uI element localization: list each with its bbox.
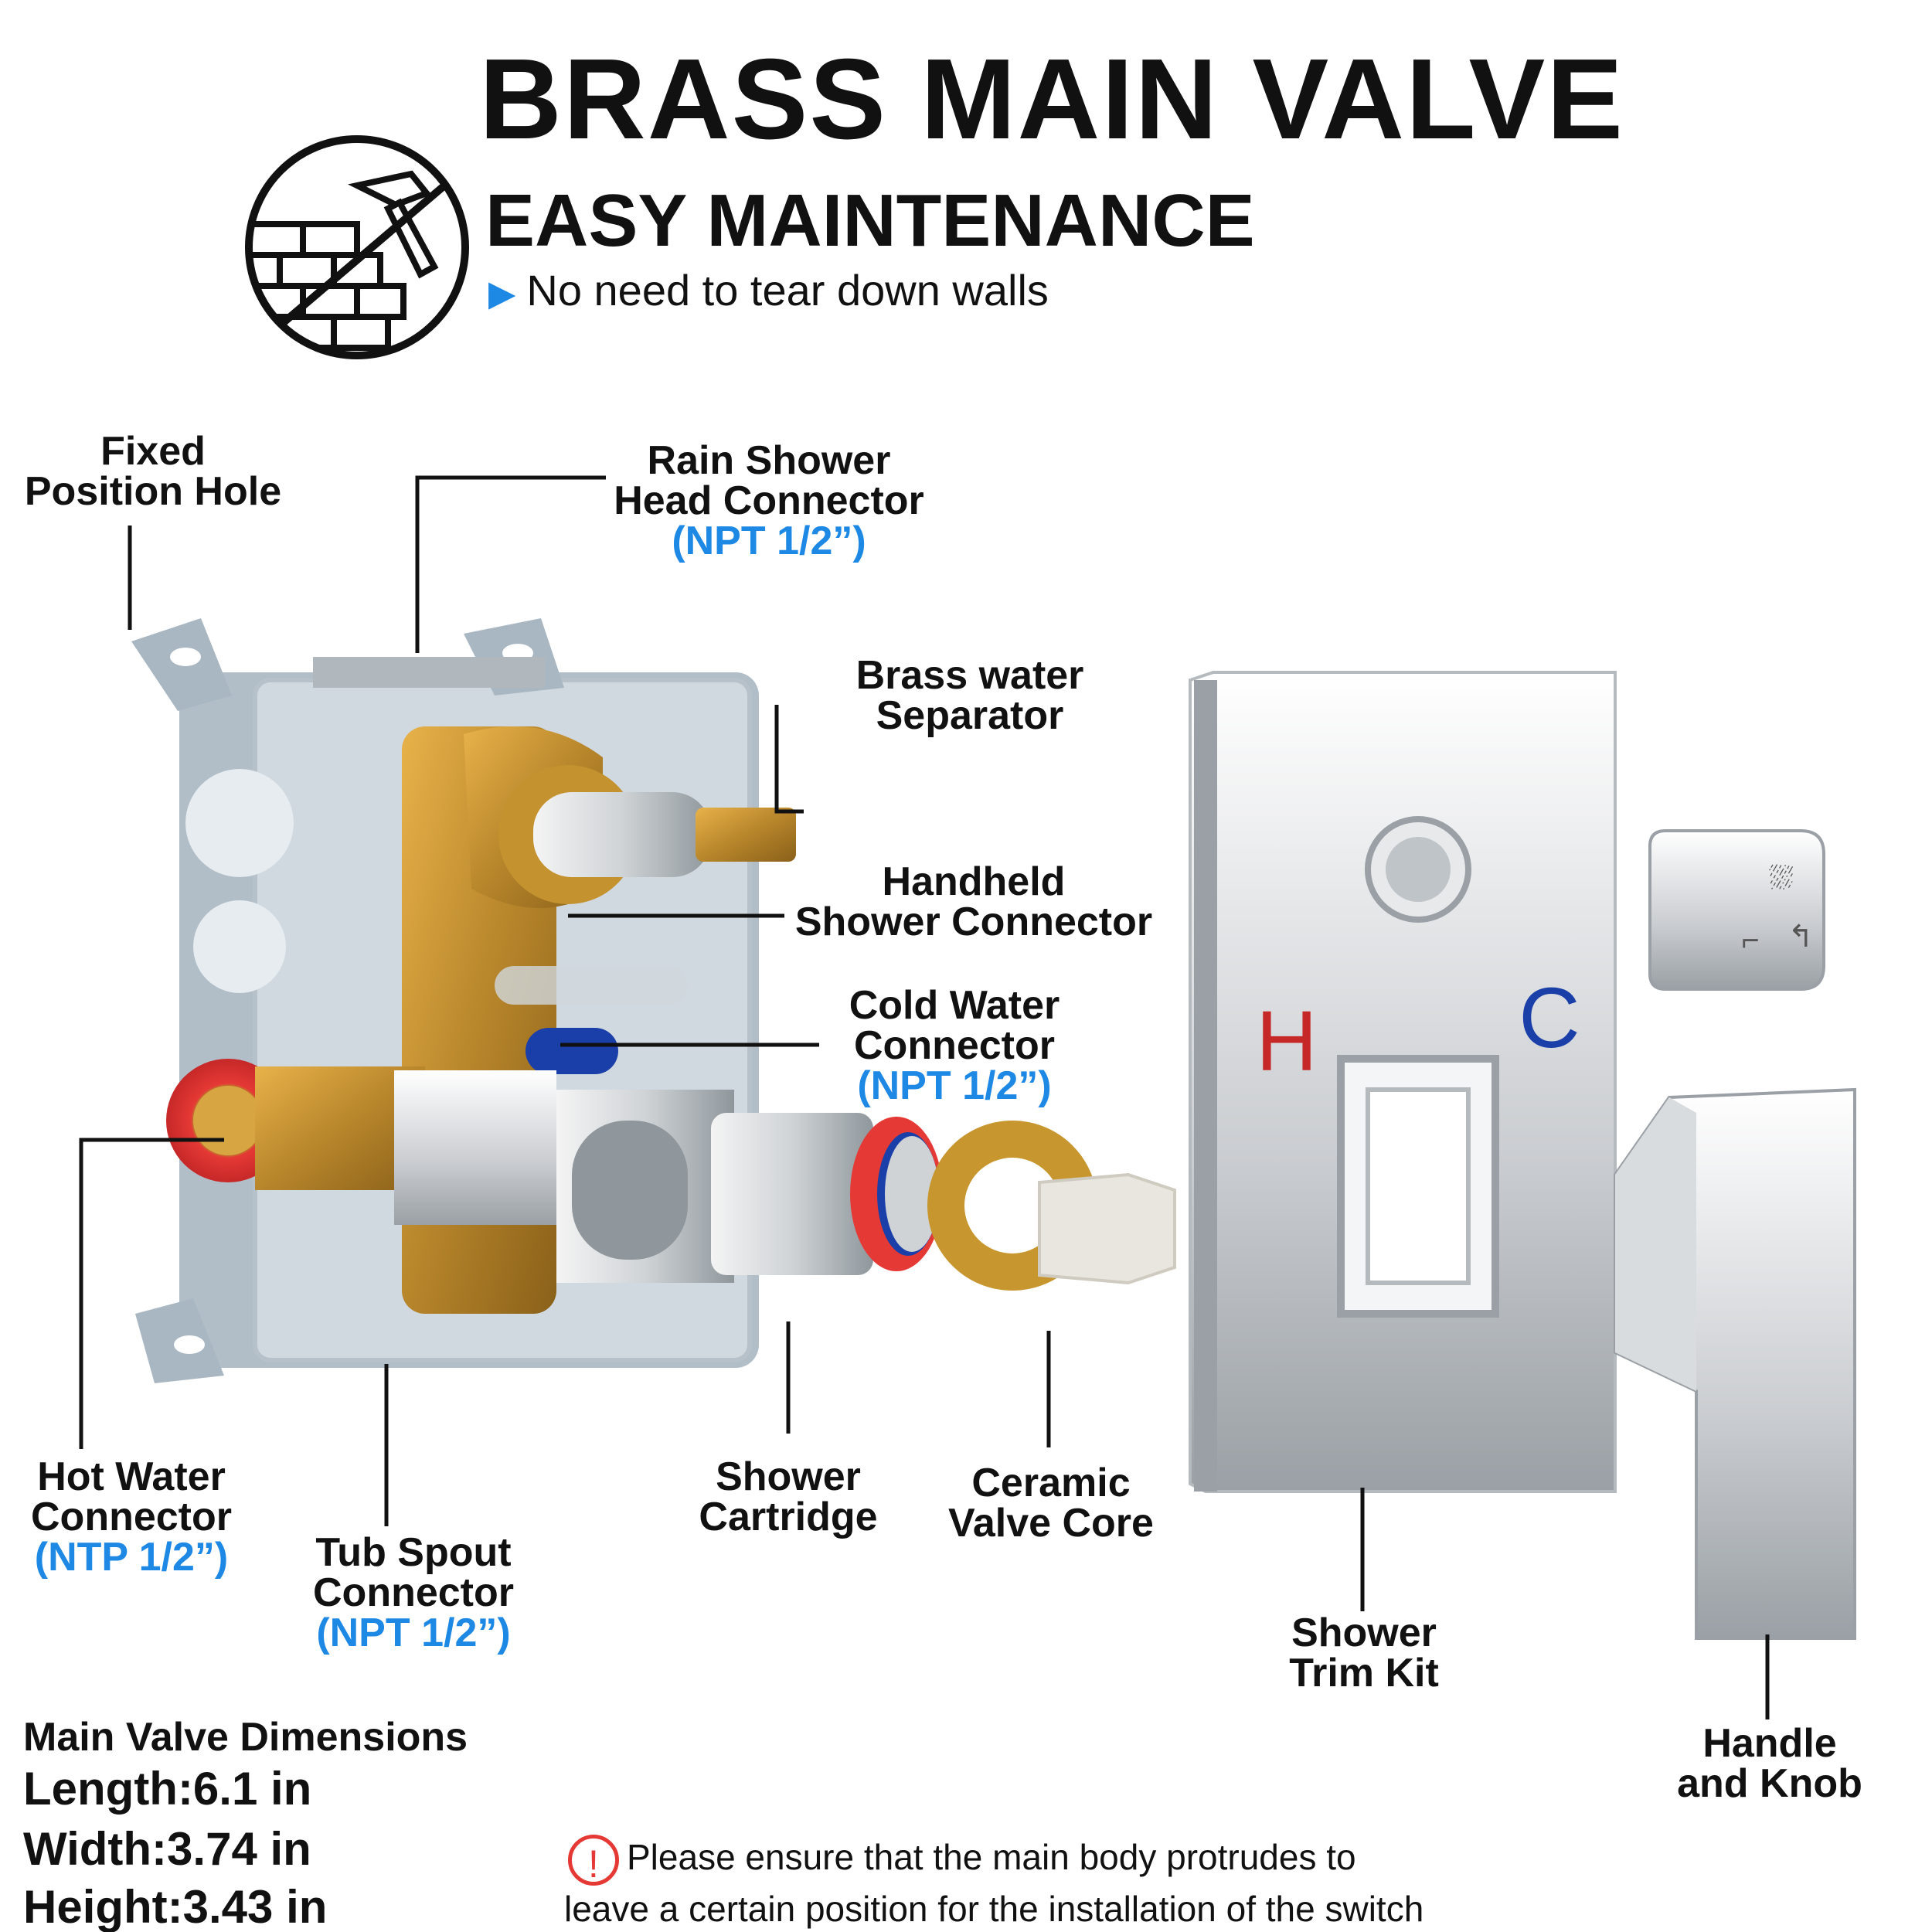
label-hot-water-connector: Hot Water Connector (NTP 1/2”) bbox=[12, 1457, 251, 1577]
label-spec: (NPT 1/2”) bbox=[857, 1063, 1052, 1108]
label-line: Hot Water bbox=[37, 1454, 226, 1499]
label-line: Connector bbox=[854, 1023, 1055, 1068]
label-fixed-position-hole: Fixed Position Hole bbox=[22, 431, 284, 512]
tagline: ▶No need to tear down walls bbox=[488, 269, 1049, 312]
label-line: Position Hole bbox=[24, 469, 282, 514]
label-line: Connector bbox=[31, 1495, 232, 1539]
label-line: and Knob bbox=[1677, 1761, 1862, 1806]
label-line: Rain Shower bbox=[647, 438, 891, 483]
dimensions-heading: Main Valve Dimensions bbox=[23, 1715, 468, 1760]
label-line: Shower bbox=[716, 1454, 861, 1499]
handheld-icon: ↰ bbox=[1787, 920, 1814, 954]
label-line: Cartridge bbox=[699, 1495, 878, 1539]
label-line: Shower bbox=[1291, 1611, 1437, 1655]
shower-head-icon: ⛆ bbox=[1769, 862, 1794, 896]
handle-lever bbox=[1614, 1087, 1856, 1640]
installation-note-line1: !Please ensure that the main body protru… bbox=[568, 1835, 1356, 1886]
label-shower-cartridge: Shower Cartridge bbox=[680, 1457, 896, 1537]
triangle-arrow-icon: ▶ bbox=[488, 273, 516, 313]
label-spec: (NPT 1/2”) bbox=[672, 519, 866, 563]
leader-lines bbox=[79, 475, 1770, 1719]
ceramic-valve-core bbox=[927, 1121, 1176, 1291]
trim-plate: H C bbox=[1189, 671, 1617, 1493]
label-line: Brass water bbox=[855, 653, 1084, 698]
label-line: Handle bbox=[1702, 1721, 1837, 1766]
label-spec: (NTP 1/2”) bbox=[34, 1535, 229, 1580]
label-line: Ceramic bbox=[971, 1461, 1131, 1505]
label-line: Valve Core bbox=[948, 1501, 1154, 1546]
page-title: BRASS MAIN VALVE bbox=[479, 36, 1624, 163]
label-rain-shower-connector: Rain Shower Head Connector (NPT 1/2”) bbox=[595, 440, 943, 561]
hot-indicator: H bbox=[1256, 994, 1317, 1089]
label-line: Connector bbox=[313, 1570, 514, 1615]
label-line: Trim Kit bbox=[1289, 1651, 1439, 1696]
label-line: Handheld bbox=[882, 859, 1066, 904]
note-text: Please ensure that the main body protrud… bbox=[627, 1837, 1356, 1878]
label-handle-and-knob: Handle and Knob bbox=[1654, 1723, 1886, 1804]
label-line: Head Connector bbox=[614, 478, 924, 523]
label-cold-water-connector: Cold Water Connector (NPT 1/2”) bbox=[827, 985, 1082, 1106]
dimension-height: Height:3.43 in bbox=[23, 1881, 328, 1932]
label-shower-trim-kit: Shower Trim Kit bbox=[1256, 1613, 1472, 1693]
dimension-width: Width:3.74 in bbox=[23, 1823, 311, 1875]
no-demolition-icon bbox=[245, 135, 469, 359]
warning-icon: ! bbox=[568, 1835, 619, 1886]
label-line: Cold Water bbox=[849, 983, 1060, 1028]
brass-body bbox=[166, 726, 796, 1314]
page-subtitle: EASY MAINTENANCE bbox=[485, 179, 1255, 262]
tagline-text: No need to tear down walls bbox=[526, 266, 1049, 315]
label-line: Separator bbox=[876, 693, 1064, 738]
shower-cartridge bbox=[711, 1113, 943, 1275]
label-handheld-connector: Handheld Shower Connector bbox=[781, 862, 1167, 942]
label-brass-water-separator: Brass water Separator bbox=[838, 655, 1101, 736]
label-spec: (NPT 1/2”) bbox=[316, 1611, 511, 1655]
dimension-length: Length:6.1 in bbox=[23, 1763, 312, 1815]
label-line: Tub Spout bbox=[315, 1530, 512, 1575]
cold-indicator: C bbox=[1519, 971, 1580, 1066]
installation-note-line2: leave a certain position for the install… bbox=[564, 1889, 1424, 1929]
label-line: Fixed bbox=[100, 429, 206, 474]
label-tub-spout-connector: Tub Spout Connector (NPT 1/2”) bbox=[298, 1532, 529, 1653]
diverter-knob: ⛆ ⌐ ↰ bbox=[1648, 829, 1825, 991]
faucet-icon: ⌐ bbox=[1741, 923, 1759, 957]
label-ceramic-valve-core: Ceramic Valve Core bbox=[931, 1463, 1171, 1543]
label-line: Shower Connector bbox=[794, 900, 1153, 944]
